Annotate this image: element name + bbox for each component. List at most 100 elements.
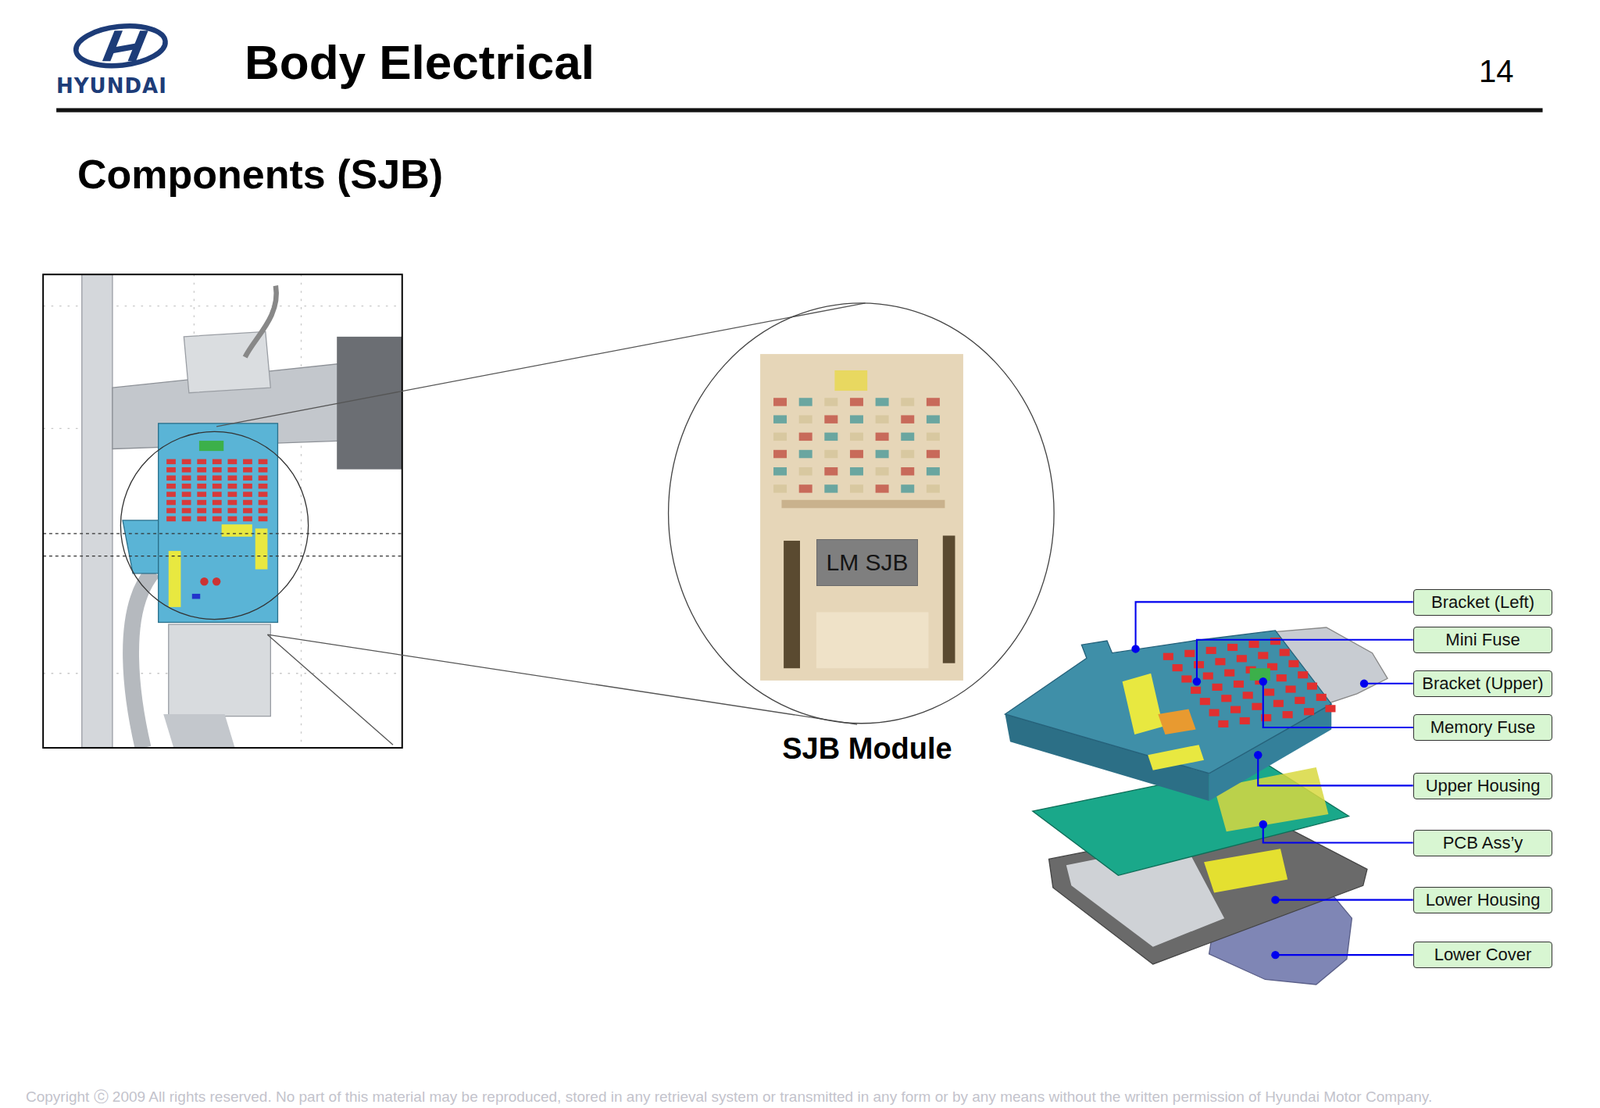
fuse	[1184, 650, 1195, 658]
fuse-grid	[166, 459, 268, 522]
zoom-circle	[120, 431, 308, 619]
fuse	[1221, 694, 1232, 702]
fuse	[258, 483, 268, 490]
slide-title: Body Electrical	[244, 34, 595, 90]
fuse	[824, 467, 838, 475]
leader-lines-part	[1364, 682, 1414, 685]
fuse	[212, 459, 222, 465]
fuse	[1193, 660, 1204, 668]
node-text: Bracket (Upper)	[1421, 673, 1543, 694]
sjb-photo-part	[942, 535, 956, 663]
callout-box: PCB Ass’y	[1413, 829, 1553, 857]
illustration-frame	[42, 274, 403, 748]
fuse	[196, 467, 207, 473]
fuse	[166, 475, 176, 481]
steering-column-illustration-part	[255, 528, 268, 569]
fuse	[1288, 660, 1299, 668]
fuse	[258, 500, 268, 506]
sjb-photo-part	[816, 611, 929, 668]
fuse	[773, 484, 787, 493]
section-heading: Components (SJB)	[77, 150, 443, 198]
fuse	[824, 397, 838, 406]
node-text: LM SJB	[825, 549, 908, 576]
fuse	[242, 475, 253, 481]
hyundai-logo-part	[102, 30, 123, 61]
fuse	[824, 432, 838, 441]
fuse	[1297, 671, 1308, 679]
leader-lines	[1135, 601, 1414, 955]
leader-dot	[1131, 644, 1368, 959]
fuse	[875, 450, 890, 458]
fuse	[242, 491, 253, 497]
leader-dot-part	[1271, 950, 1279, 959]
fuse	[212, 467, 222, 473]
sjb-photo-part	[760, 353, 964, 681]
fuse	[242, 516, 253, 522]
leader-dot-part	[1271, 895, 1279, 904]
exploded-view-part	[1004, 630, 1332, 774]
fuse	[900, 432, 915, 441]
leader-lines-part	[1275, 899, 1413, 901]
fuse	[850, 467, 864, 475]
fuse	[212, 491, 222, 497]
fuse	[227, 491, 237, 497]
steering-column-illustration-part	[42, 274, 403, 748]
steering-column-illustration-part-part	[42, 532, 403, 534]
fuse	[1239, 717, 1250, 725]
fuse	[182, 475, 192, 481]
leader-lines-part	[1263, 681, 1414, 728]
photo-caption: SJB Module	[750, 732, 985, 766]
fuse	[212, 507, 222, 514]
fuse	[227, 516, 237, 522]
fuse	[1307, 682, 1318, 690]
fuse	[773, 467, 787, 475]
fuse	[926, 414, 940, 423]
leader-dot-part	[1360, 679, 1368, 688]
fuse	[900, 397, 915, 406]
fuse	[196, 516, 207, 522]
fuse	[212, 500, 222, 506]
fuse	[166, 491, 176, 497]
fuse	[1242, 691, 1254, 699]
fuse	[227, 500, 237, 506]
leader-lines-part	[1263, 824, 1414, 843]
fuse	[773, 450, 787, 458]
fuse	[850, 397, 864, 406]
fuse	[926, 432, 940, 441]
leader-lines-part	[1275, 953, 1413, 956]
hyundai-logo	[74, 21, 168, 70]
fuse	[1251, 703, 1262, 711]
fuse	[196, 459, 207, 465]
fuse-grid	[773, 397, 940, 493]
exploded-view	[1004, 627, 1388, 985]
fuse	[1172, 664, 1183, 672]
fuse	[799, 467, 813, 475]
fuse	[196, 491, 207, 497]
header-rule	[56, 107, 1543, 112]
fuse	[799, 450, 813, 458]
steering-column-illustration-part	[82, 274, 113, 748]
fuse	[799, 484, 813, 493]
exploded-view-part	[1203, 848, 1288, 893]
fuse	[182, 500, 192, 506]
fuse	[182, 459, 192, 465]
fuse	[1316, 693, 1327, 701]
logo-wordmark: HYUNDAI	[56, 74, 168, 98]
fuse	[799, 432, 813, 441]
fuse	[258, 467, 268, 473]
steering-column-illustration-part	[168, 550, 182, 608]
fuse	[926, 450, 940, 458]
fuse	[1270, 637, 1281, 645]
fuse	[196, 483, 207, 490]
fuse	[1224, 669, 1235, 677]
leader-lines-part	[1257, 754, 1413, 786]
callout-box: Lower Cover	[1413, 941, 1553, 968]
fuse	[1285, 685, 1297, 693]
label-plate: LM SJB	[816, 539, 918, 586]
fuse	[242, 507, 253, 514]
fuse	[258, 475, 268, 481]
fuse	[824, 450, 838, 458]
fuse	[1325, 704, 1336, 712]
node-text: PCB Ass’y	[1442, 832, 1524, 854]
